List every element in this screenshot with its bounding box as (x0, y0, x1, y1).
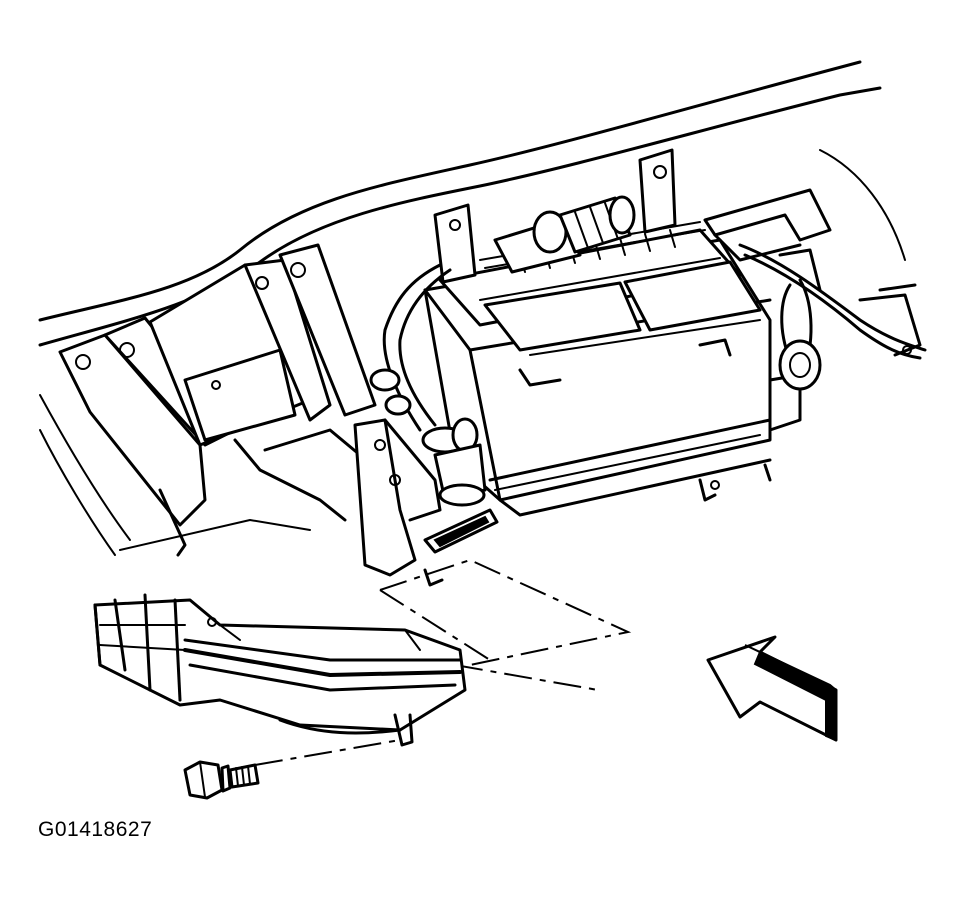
alignment-guides (254, 558, 632, 766)
bolt (183, 760, 260, 800)
right-duct-outlet (703, 188, 922, 357)
floor-duct (93, 593, 467, 747)
center-bracket (353, 418, 442, 577)
instrument-panel-outline (38, 60, 906, 556)
hvac-module (423, 148, 802, 517)
arrow-icon (706, 635, 838, 742)
grommet (778, 339, 822, 391)
left-bracket-assembly (58, 243, 377, 557)
duct-slot (423, 508, 499, 587)
hose-connector (369, 368, 487, 507)
blower-motor (493, 195, 636, 274)
figure-id-label: G01418627 (38, 818, 153, 841)
